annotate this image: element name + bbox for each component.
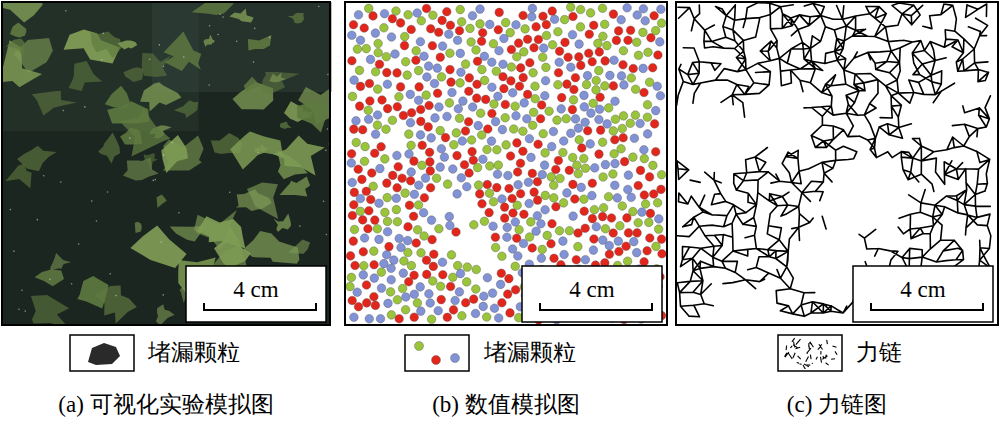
legend-text: 堵漏颗粒 xyxy=(148,339,240,367)
simulation-particles xyxy=(345,2,667,325)
scale-label: 4 cm xyxy=(900,276,945,304)
scale-label: 4 cm xyxy=(233,276,278,304)
scale-bars-and-legend-samples xyxy=(70,266,993,371)
panel-caption: (c) 力链图 xyxy=(787,391,887,419)
legend-text: 堵漏颗粒 xyxy=(484,339,576,367)
scale-label: 4 cm xyxy=(569,276,614,304)
panel-caption: (a) 可视化实验模拟图 xyxy=(58,391,273,419)
force-chain-network xyxy=(676,2,998,325)
panel-caption: (b) 数值模拟图 xyxy=(432,391,580,419)
experiment-photo xyxy=(0,0,347,328)
legend-text: 力链 xyxy=(856,339,902,367)
